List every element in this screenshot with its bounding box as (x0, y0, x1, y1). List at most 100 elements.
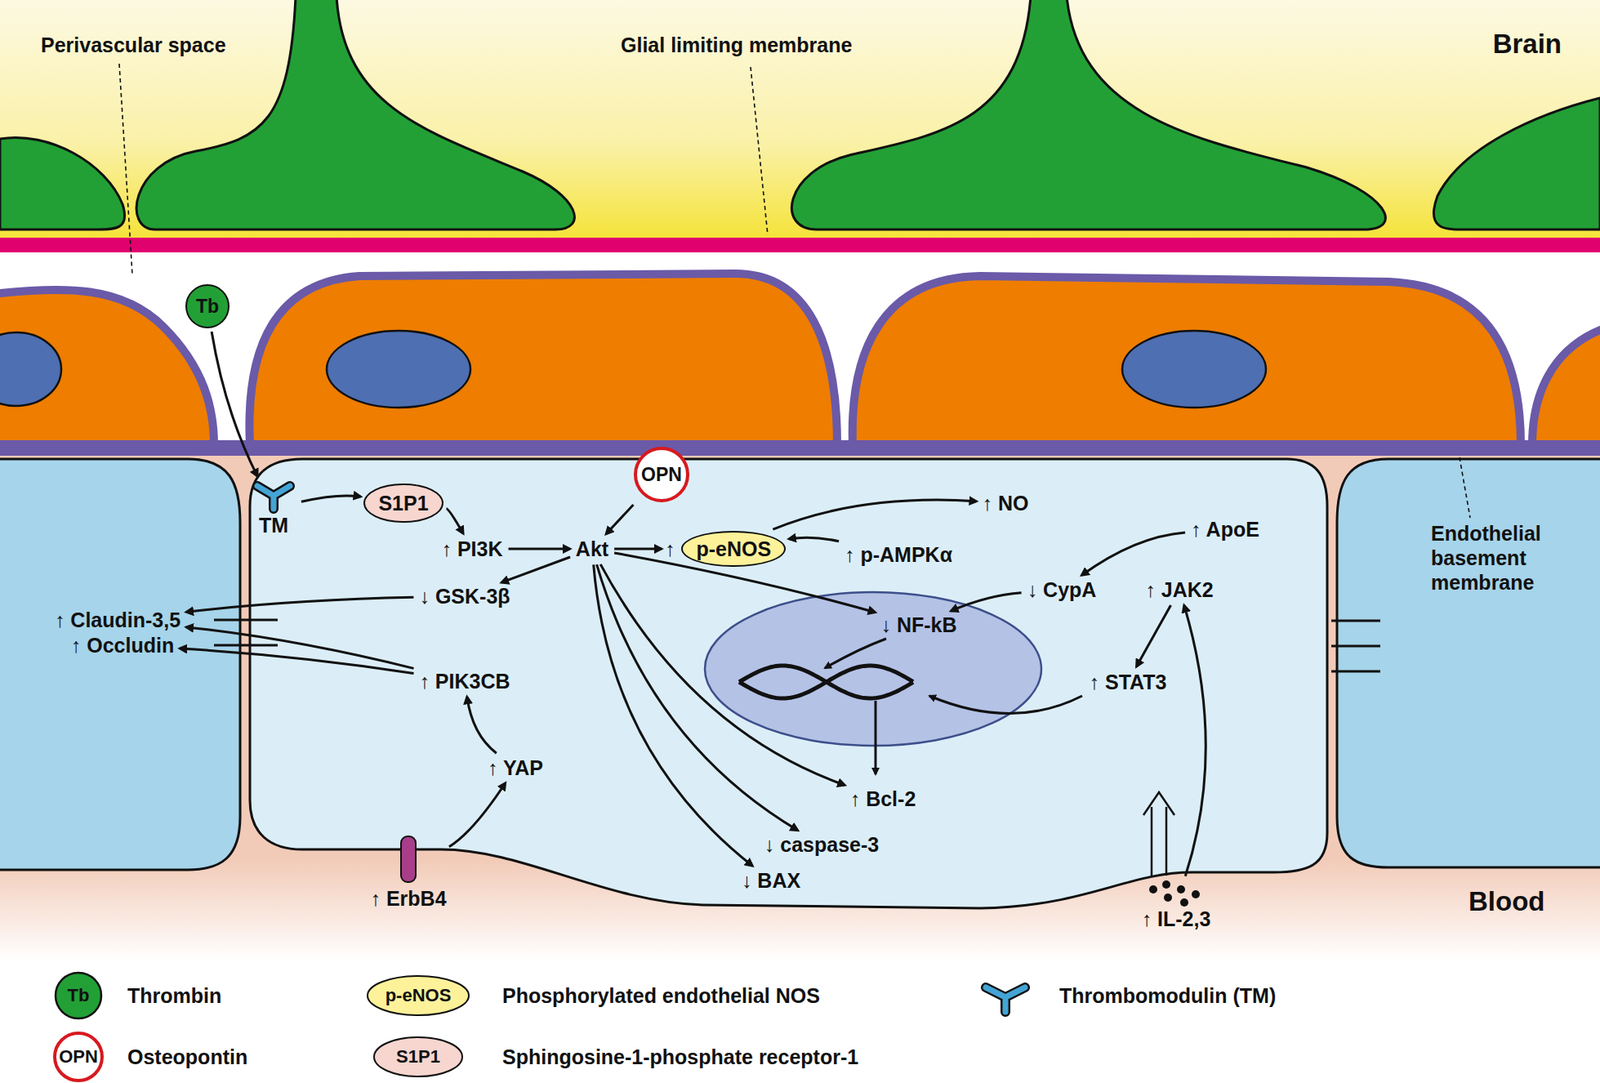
pathway-arrow (606, 504, 633, 535)
pathway-arrow (1081, 532, 1186, 575)
node-text: ↑ Bcl-2 (850, 787, 917, 812)
node-text: ↓ CypA (1027, 578, 1097, 602)
legend-text: Thrombin (127, 983, 222, 1008)
molecule-label: ↑ JAK2 (1142, 577, 1216, 603)
pathway-arrow (600, 564, 845, 785)
change-arrow: ↑ (664, 537, 676, 562)
nucleus (704, 592, 1042, 746)
pathway-arrow (597, 564, 798, 830)
region-name: Blood (1468, 885, 1545, 919)
legend-sample-text: p-eNOS (385, 984, 452, 1007)
pathway-arrow (449, 783, 506, 847)
node-text: OPN (641, 463, 682, 486)
thrombin-circle: Tb (185, 284, 230, 329)
node-text: ↑ p-AMPKα (844, 543, 953, 567)
node-text: Tb (196, 295, 219, 317)
junction-protein: ↑ Claudin-3,5 (52, 607, 183, 633)
pathway-arrow (186, 627, 414, 669)
molecule-label: ↑ YAP (485, 755, 546, 781)
region-name: Brain (1493, 27, 1562, 61)
node-text: ↑ PIK3CB (418, 669, 510, 694)
astrocyte-endfeet (0, 0, 1600, 230)
node-text: ↑ ApoE (1190, 517, 1260, 542)
molecule-label: ↓ caspase-3 (762, 832, 882, 858)
pathway-arrow (446, 508, 464, 534)
node-symbol (398, 834, 419, 884)
osteopontin-circle: OPN (633, 446, 690, 503)
node-text: ↑ NO (982, 491, 1030, 516)
leader-lines (119, 63, 1471, 518)
node-text: ↓ BAX (741, 869, 801, 893)
dna-helix (739, 665, 914, 699)
molecule-label: ↓ BAX (739, 868, 803, 894)
node-text: ↑ Occludin (71, 633, 174, 658)
legend-sample-text: S1P1 (396, 1046, 441, 1068)
node-text: ↑ ErbB4 (369, 886, 446, 911)
pathway-arrow (211, 331, 258, 477)
thrombomodulin-receptor: TM (249, 479, 299, 538)
node-text: TM (258, 513, 289, 538)
erbb4-receptor: ↑ ErbB4 (369, 834, 446, 911)
molecule-label: ↑ STAT3 (1087, 669, 1170, 696)
node-text: ↓ caspase-3 (764, 833, 879, 857)
interleukin-cluster: ↑ IL-2,3 (1141, 879, 1212, 932)
molecule-label: ↓ CypA (1025, 577, 1100, 603)
molecule-label: ↑ PI3K (438, 536, 505, 562)
pericyte-nuclei (0, 330, 1266, 408)
legend-sample-text: OPN (58, 1046, 99, 1068)
molecule-label: ↓ GSK-3β (416, 583, 513, 610)
nuclear-arrows (824, 638, 1083, 775)
pathway-arrow (1184, 605, 1206, 877)
node-text: p-eNOS (681, 530, 786, 568)
node-symbol (1143, 879, 1209, 908)
p-enos-ellipse: ↑p-eNOS (664, 530, 786, 568)
node-text: ↓ NF-kB (880, 613, 957, 638)
endothelial-basement-membrane (0, 440, 1600, 456)
node-text: ↑ STAT3 (1089, 670, 1168, 695)
molecule-label: ↑ ApoE (1188, 516, 1262, 543)
node-text: ↑ PI3K (441, 537, 503, 562)
junction-protein: ↑ Occludin (68, 632, 177, 659)
pathway-arrow (788, 537, 839, 542)
part-name: Endothelial basement membrane (1430, 521, 1600, 595)
molecule-label: ↑ NO (980, 490, 1032, 517)
node-text: ↑ YAP (487, 756, 544, 780)
molecule-label: ↑ p-AMPKα (842, 542, 955, 568)
molecule-label: ↑ PIK3CB (416, 668, 513, 695)
legend-text: Osteopontin (127, 1044, 248, 1070)
legend-text: Thrombomodulin (TM) (1059, 983, 1276, 1008)
node-text: ↑ JAK2 (1145, 578, 1213, 602)
node-text: S1P1 (378, 491, 428, 516)
pathway-arrow (614, 548, 662, 551)
legend-samples (54, 972, 1026, 1081)
glial-limiting-membrane (0, 237, 1600, 253)
pathway-arrow (950, 592, 1021, 611)
part-name: Glial limiting membrane (620, 32, 852, 58)
pathway-arrow (1136, 605, 1172, 667)
pathway-arrow (467, 696, 497, 754)
part-name: Perivascular space (40, 32, 227, 58)
legend-text: Sphingosine-1-phosphate receptor-1 (502, 1044, 859, 1070)
hollow-arrow (1143, 792, 1175, 876)
molecule-label: Akt (573, 536, 611, 562)
pathway-arrow (508, 548, 571, 551)
endothelial-cells (0, 459, 1600, 909)
pathway-arrow (301, 495, 362, 502)
node-text: ↓ GSK-3β (418, 584, 510, 609)
pathway-arrow (772, 499, 977, 530)
molecule-label: ↓ NF-kB (877, 612, 959, 638)
pericytes (0, 273, 1600, 446)
node-text: Akt (575, 537, 609, 562)
pathway-arrow (179, 648, 414, 673)
molecule-label: ↑ Bcl-2 (847, 786, 919, 812)
node-symbol (249, 479, 299, 514)
legend-text: Phosphorylated endothelial NOS (502, 983, 821, 1008)
pathway-arrow (501, 557, 571, 583)
pathway-arrow (593, 564, 754, 866)
node-text: ↑ Claudin-3,5 (54, 608, 181, 633)
s1p1-ellipse: S1P1 (363, 483, 443, 524)
legend-sample-text: Tb (67, 984, 90, 1007)
node-text: ↑ IL-2,3 (1141, 907, 1212, 932)
